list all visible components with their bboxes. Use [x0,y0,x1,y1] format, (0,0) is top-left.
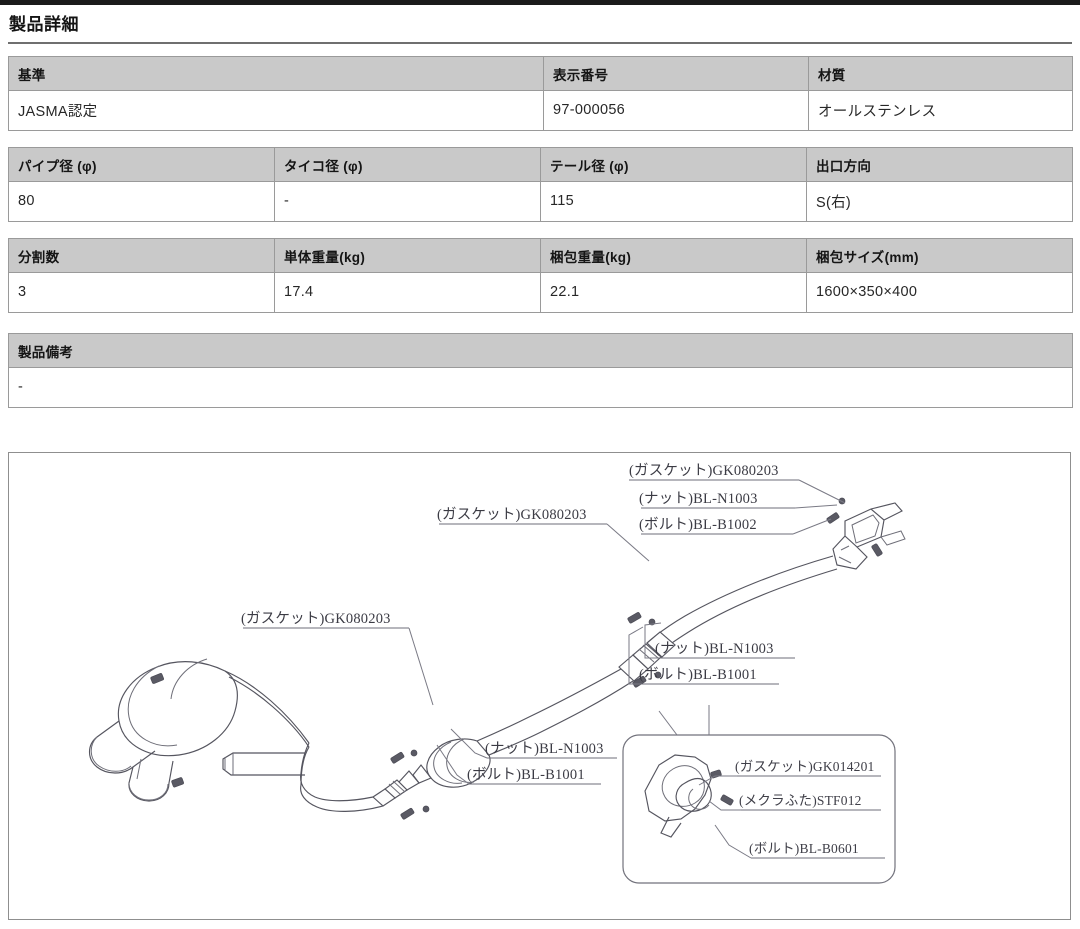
label-bolt-right: (ボルト)BL-B1001 [628,626,779,685]
table-row: JASMA認定 97-000056 オールステンレス [8,90,1073,131]
column-header-drum-diameter: タイコ径 (φ) [274,147,541,182]
label-bolt-top-text: (ボルト)BL-B1002 [639,516,757,533]
cell-split-count: 3 [8,272,275,313]
exhaust-system-drawing: (ガスケット)GK080203 (ナット)BL-N1003 (ボルト)BL-B1… [88,462,906,884]
cell-package-weight: 22.1 [540,272,807,313]
cell-standard: JASMA認定 [8,90,544,131]
label-bolt-right-text: (ボルト)BL-B1001 [639,666,757,683]
column-header-split-count: 分割数 [8,238,275,273]
label-nut-top: (ナット)BL-N1003 [639,491,838,509]
label-gasket-left: (ガスケット)GK080203 [241,610,434,706]
inset-detail-box: (ガスケット)GK014201 (メクラふた)STF012 (ボルト)BL-B0… [622,705,896,884]
spec-table-weights: 分割数 単体重量(kg) 梱包重量(kg) 梱包サイズ(mm) 3 17.4 2… [8,238,1073,313]
table-row: - [8,367,1073,408]
column-header-material: 材質 [808,56,1073,91]
column-header-unit-weight: 単体重量(kg) [274,238,541,273]
column-header-package-weight: 梱包重量(kg) [540,238,807,273]
label-bolt-inset-text: (ボルト)BL-B0601 [749,841,859,856]
cell-product-remarks: - [8,367,1073,408]
table-header-row: 基準 表示番号 材質 [8,56,1073,91]
column-header-outlet-direction: 出口方向 [806,147,1073,182]
page-title: 製品詳細 [9,15,79,34]
label-gasket-top: (ガスケット)GK080203 [629,462,846,504]
label-cap-inset-text: (メクラふた)STF012 [739,793,862,808]
label-gasket-inset: (ガスケット)GK014201 [698,759,881,786]
cell-material: オールステンレス [808,90,1073,131]
label-cap-inset: (メクラふた)STF012 [708,793,881,811]
label-nut-right-text: (ナット)BL-N1003 [655,641,774,657]
column-header-product-remarks: 製品備考 [8,333,1073,368]
column-header-pipe-diameter: パイプ径 (φ) [8,147,275,182]
label-gasket-inset-text: (ガスケット)GK014201 [735,759,875,774]
label-gasket-mid-text: (ガスケット)GK080203 [437,506,587,523]
label-nut-lower: (ナット)BL-N1003 [450,728,617,759]
cell-unit-weight: 17.4 [274,272,541,313]
label-gasket-top-text: (ガスケット)GK080203 [629,462,779,479]
cell-package-size: 1600×350×400 [806,272,1073,313]
cell-display-no: 97-000056 [543,90,809,131]
table-row: 3 17.4 22.1 1600×350×400 [8,272,1073,313]
label-gasket-mid: (ガスケット)GK080203 [437,506,650,562]
column-header-package-size: 梱包サイズ(mm) [806,238,1073,273]
title-divider [8,42,1072,44]
column-header-tail-diameter: テール径 (φ) [540,147,807,182]
label-nut-top-text: (ナット)BL-N1003 [639,491,758,507]
label-nut-lower-text: (ナット)BL-N1003 [485,741,604,757]
table-header-row: 分割数 単体重量(kg) 梱包重量(kg) 梱包サイズ(mm) [8,238,1073,273]
spec-table-dimensions: パイプ径 (φ) タイコ径 (φ) テール径 (φ) 出口方向 80 - 115… [8,147,1073,222]
label-bolt-lower-text: (ボルト)BL-B1001 [467,766,585,783]
cell-tail-diameter: 115 [540,181,807,222]
table-header-row: パイプ径 (φ) タイコ径 (φ) テール径 (φ) 出口方向 [8,147,1073,182]
cell-outlet-direction: S(右) [806,181,1073,222]
product-detail-page: 製品詳細 基準 表示番号 材質 JASMA認定 97-000056 オールステン… [0,5,1080,929]
label-gasket-left-text: (ガスケット)GK080203 [241,610,391,627]
spec-table-certification: 基準 表示番号 材質 JASMA認定 97-000056 オールステンレス [8,56,1073,131]
column-header-standard: 基準 [8,56,544,91]
column-header-display-no: 表示番号 [543,56,809,91]
label-nut-right: (ナット)BL-N1003 [644,622,795,659]
exhaust-pipe-assembly [88,502,906,812]
window-top-bar [0,0,1080,5]
cell-drum-diameter: - [274,181,541,222]
label-bolt-top: (ボルト)BL-B1002 [639,516,832,535]
spec-table-remarks: 製品備考 - [8,333,1073,408]
table-row: 80 - 115 S(右) [8,181,1073,222]
table-header-row: 製品備考 [8,333,1073,368]
label-bolt-lower: (ボルト)BL-B1001 [436,744,601,785]
fastener-marks [390,497,883,820]
cell-pipe-diameter: 80 [8,181,275,222]
exhaust-diagram-panel: (ガスケット)GK080203 (ナット)BL-N1003 (ボルト)BL-B1… [8,452,1071,920]
label-bolt-inset: (ボルト)BL-B0601 [714,824,885,859]
